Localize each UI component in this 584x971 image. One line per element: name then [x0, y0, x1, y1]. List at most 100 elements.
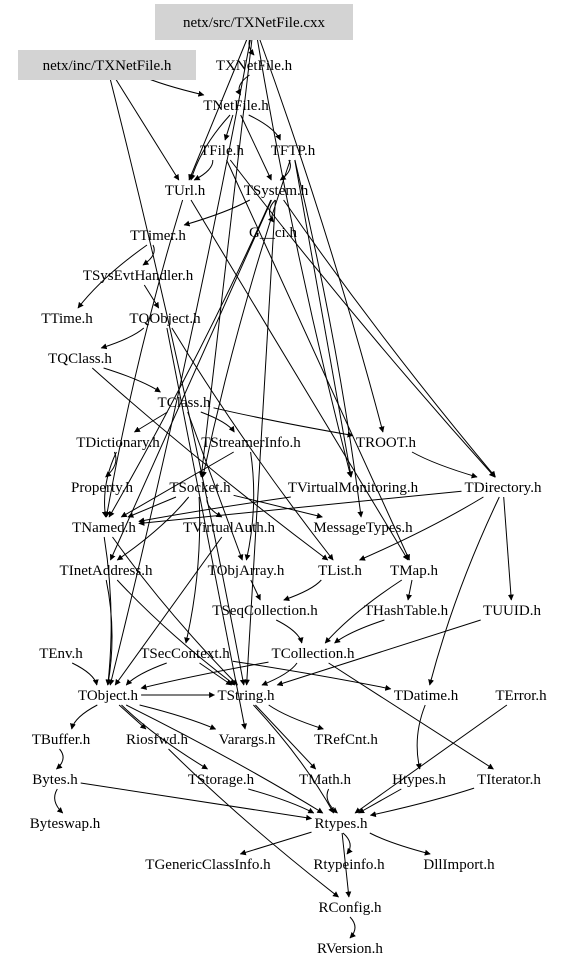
- node-tftp-h[interactable]: TFTP.h: [271, 143, 316, 159]
- node-tvirtualauth-h[interactable]: TVirtualAuth.h: [183, 520, 275, 536]
- node-tstring-h[interactable]: TString.h: [217, 688, 275, 704]
- edge-tfile-h-to-tmap-h: [226, 159, 410, 561]
- node-tfile-h[interactable]: TFile.h: [200, 143, 244, 159]
- node-label: RVersion.h: [317, 941, 383, 957]
- node-tnetfile-h[interactable]: TNetFile.h: [203, 98, 269, 114]
- node-label: TObject.h: [78, 688, 139, 704]
- edge-txnetfile-cxx-to-tsocket-h: [198, 31, 254, 478]
- node-rconfig-h[interactable]: RConfig.h: [319, 900, 382, 916]
- edge-tsocket-h-to-tvirtualauth-h: [206, 496, 223, 518]
- node-tobjarray-h[interactable]: TObjArray.h: [208, 563, 285, 579]
- node-trefcnt-h[interactable]: TRefCnt.h: [314, 732, 378, 748]
- node-byteswap-h[interactable]: Byteswap.h: [30, 816, 101, 832]
- node-tsystem-h[interactable]: TSystem.h: [244, 183, 309, 199]
- node-netx-inc-txnetfile-h[interactable]: netx/inc/TXNetFile.h: [18, 50, 196, 80]
- node-tcollection-h[interactable]: TCollection.h: [272, 646, 355, 662]
- node-label: TVirtualAuth.h: [183, 520, 275, 536]
- edge-tsystem-h-to-g-ci-h: [267, 199, 276, 223]
- node-property-h[interactable]: Property.h: [71, 480, 133, 496]
- node-tstreamerinfo-h[interactable]: TStreamerInfo.h: [201, 435, 301, 451]
- node-htypes-h[interactable]: Htypes.h: [392, 772, 446, 788]
- edge-tdirectory-h-to-tlist-h: [359, 496, 484, 561]
- node-tseqcollection-h[interactable]: TSeqCollection.h: [212, 603, 318, 619]
- edge-tsystem-h-to-tinetaddress-h: [109, 199, 272, 561]
- node-varargs-h[interactable]: Varargs.h: [219, 732, 276, 748]
- node-riosfwd-h[interactable]: Riosfwd.h: [126, 732, 189, 748]
- node-rtypes-h[interactable]: Rtypes.h: [315, 816, 368, 832]
- edge-tfile-h-to-turl-h: [193, 159, 214, 181]
- node-tnamed-h[interactable]: TNamed.h: [72, 520, 136, 536]
- edge-tenv-h-to-tobject-h: [71, 662, 99, 686]
- node-tvirtualmonitoring-h[interactable]: TVirtualMonitoring.h: [288, 480, 419, 496]
- node-label: TDictionary.h: [76, 435, 160, 451]
- edge-tobject-h-to-rtypes-h: [125, 704, 324, 814]
- node-ttime-h[interactable]: TTime.h: [41, 311, 93, 327]
- node-label: TList.h: [318, 563, 362, 579]
- node-tseccontext-h[interactable]: TSecContext.h: [140, 646, 230, 662]
- edge-tdirectory-h-to-tuuid-h: [503, 496, 514, 601]
- node-tdirectory-h[interactable]: TDirectory.h: [465, 480, 542, 496]
- edge-txnetfile-cxx-to-turl-h: [188, 31, 251, 181]
- node-tuuid-h[interactable]: TUUID.h: [483, 603, 541, 619]
- node-tobject-h[interactable]: TObject.h: [78, 688, 139, 704]
- edge-troot-h-to-tdirectory-h: [411, 451, 478, 479]
- edge-tvirtualmonitoring-h-to-tnamed-h: [138, 496, 291, 524]
- node-label: TQObject.h: [129, 311, 201, 327]
- node-label: TString.h: [217, 688, 275, 704]
- edge-tqobject-h-to-tqclass-h: [100, 327, 145, 350]
- node-terror-h[interactable]: TError.h: [495, 688, 547, 704]
- node-tbuffer-h[interactable]: TBuffer.h: [32, 732, 91, 748]
- node-tclass-h[interactable]: TClass.h: [158, 395, 211, 411]
- node-rtypeinfo-h[interactable]: Rtypeinfo.h: [313, 857, 385, 873]
- node-turl-h[interactable]: TUrl.h: [165, 183, 206, 199]
- node-tqclass-h[interactable]: TQClass.h: [48, 351, 112, 367]
- node-label: TInetAddress.h: [60, 563, 153, 579]
- node-label: TEnv.h: [39, 646, 83, 662]
- edge-tclass-h-to-tobjarray-h: [187, 411, 244, 561]
- edge-tobject-h-to-riosfwd-h: [118, 704, 147, 730]
- edge-txnetfile-cxx-to-troot-h: [256, 31, 385, 433]
- edge-tcollection-h-to-tstring-h: [261, 662, 298, 686]
- edge-tclass-h-to-troot-h: [213, 407, 354, 438]
- edge-tftp-h-to-messagetypes-h: [294, 159, 364, 518]
- node-label: Rtypes.h: [315, 816, 368, 832]
- edge-tftp-h-to-tvirtualmonitoring-h: [294, 159, 354, 478]
- node-txnetfile-h[interactable]: TXNetFile.h: [216, 58, 293, 74]
- edge-rtypes-h-to-rtypeinfo-h: [342, 832, 353, 855]
- node-dllimport-h[interactable]: DllImport.h: [423, 857, 495, 873]
- edges-layer: [54, 31, 514, 939]
- edge-tnamed-h-to-tstring-h: [112, 536, 238, 686]
- node-tsocket-h[interactable]: TSocket.h: [169, 480, 231, 496]
- node-label: TSeqCollection.h: [212, 603, 318, 619]
- node-tdatime-h[interactable]: TDatime.h: [394, 688, 459, 704]
- node-tmath-h[interactable]: TMath.h: [299, 772, 352, 788]
- node-tgenericclassinfo-h[interactable]: TGenericClassInfo.h: [145, 857, 271, 873]
- edge-riosfwd-h-to-rconfig-h: [168, 748, 339, 898]
- node-thashtable-h[interactable]: THashTable.h: [364, 603, 449, 619]
- node-troot-h[interactable]: TROOT.h: [356, 435, 417, 451]
- node-rversion-h[interactable]: RVersion.h: [317, 941, 383, 957]
- edge-tstring-h-to-rtypes-h: [253, 704, 335, 814]
- edge-tclass-h-to-tdictionary-h: [133, 411, 168, 433]
- node-bytes-h[interactable]: Bytes.h: [32, 772, 78, 788]
- node-label: netx/inc/TXNetFile.h: [43, 58, 172, 74]
- edge-txnetfile-cxx-to-tobject-h: [108, 31, 253, 686]
- node-tlist-h[interactable]: TList.h: [318, 563, 362, 579]
- edge-tinetaddress-h-to-tstring-h: [116, 579, 236, 686]
- node-netx-src-txnetfile-cxx[interactable]: netx/src/TXNetFile.cxx: [155, 4, 353, 40]
- node-tdictionary-h[interactable]: TDictionary.h: [76, 435, 160, 451]
- edge-tobject-h-to-tbuffer-h: [70, 704, 98, 730]
- node-messagetypes-h[interactable]: MessageTypes.h: [313, 520, 413, 536]
- node-ttimer-h[interactable]: TTimer.h: [130, 228, 186, 244]
- node-tqobject-h[interactable]: TQObject.h: [129, 311, 201, 327]
- node-tmap-h[interactable]: TMap.h: [390, 563, 438, 579]
- node-label: TStorage.h: [188, 772, 255, 788]
- edge-tnamed-h-to-tobject-h: [103, 536, 112, 686]
- node-tstorage-h[interactable]: TStorage.h: [188, 772, 255, 788]
- node-titerator-h[interactable]: TIterator.h: [477, 772, 541, 788]
- node-tinetaddress-h[interactable]: TInetAddress.h: [60, 563, 153, 579]
- node-tsysevthandler-h[interactable]: TSysEvtHandler.h: [83, 268, 194, 284]
- edge-rconfig-h-to-rversion-h: [349, 916, 356, 939]
- node-tenv-h[interactable]: TEnv.h: [39, 646, 83, 662]
- node-g-ci-h[interactable]: G__ci.h: [249, 225, 297, 241]
